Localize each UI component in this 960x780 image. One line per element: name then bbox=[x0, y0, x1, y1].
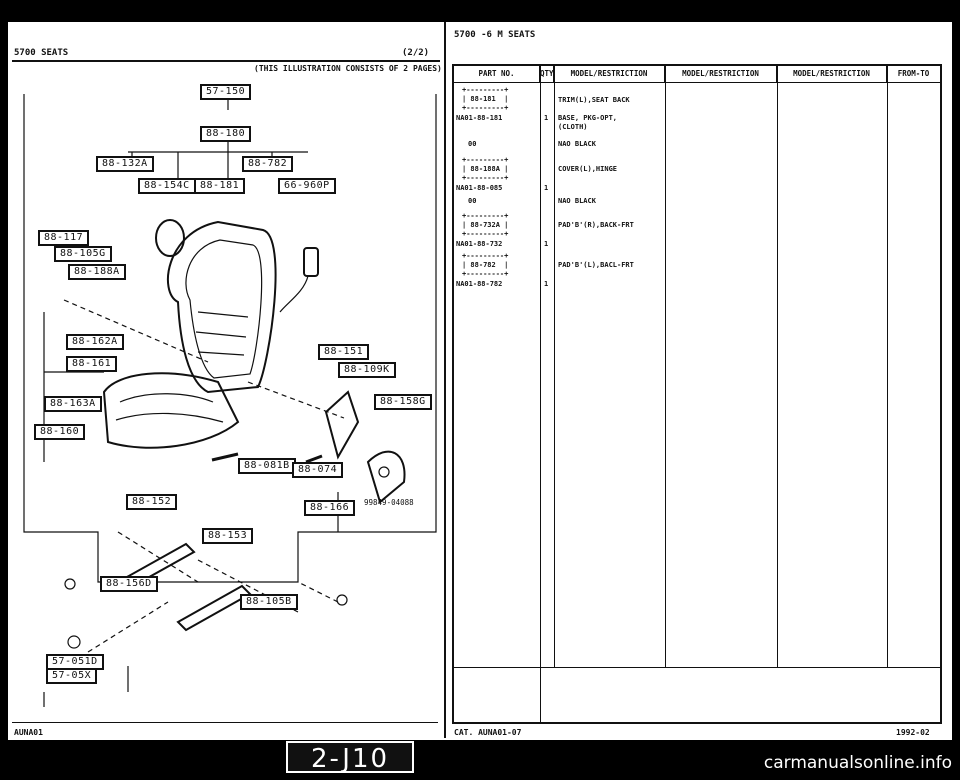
page-of-label: (2/2) bbox=[402, 48, 430, 58]
center-divider bbox=[444, 22, 446, 738]
part-box: +---------+ | 88-188A | +---------+ bbox=[462, 156, 509, 182]
footer-rule-left bbox=[12, 722, 438, 723]
catalog-page: 5700 -6 M SEATS 5700 SEATS (2/2) (THIS I… bbox=[8, 22, 952, 740]
callout-label: 88-162A bbox=[66, 334, 124, 350]
section-title-top: 5700 -6 M SEATS bbox=[454, 30, 536, 40]
figure-code: 99849-04088 bbox=[364, 498, 414, 507]
color-name: NAO BLACK bbox=[558, 140, 596, 148]
part-box: +---------+ | 88-181 | +---------+ bbox=[462, 86, 509, 112]
callout-label: 88-109K bbox=[338, 362, 396, 378]
part-box: +---------+ | 88-782 | +---------+ bbox=[462, 252, 509, 278]
part-box: +---------+ | 88-732A | +---------+ bbox=[462, 212, 509, 238]
part-description: PAD'B'(R),BACK-FRT bbox=[558, 221, 634, 229]
callout-label: 88-160 bbox=[34, 424, 86, 440]
seat-exploded-diagram bbox=[23, 84, 437, 707]
parts-table: PART NO. QTY MODEL/RESTRICTION MODEL/RES… bbox=[452, 64, 942, 724]
callout-label: 88-132A bbox=[96, 156, 154, 172]
callout-label: 88-180 bbox=[200, 126, 252, 142]
callout-label: 88-163A bbox=[44, 396, 102, 412]
col-model-3: MODEL/RESTRICTION bbox=[777, 66, 887, 82]
callout-label: 88-181 bbox=[194, 178, 246, 194]
footer-catalog: CAT. AUNA01-07 bbox=[454, 728, 522, 737]
callout-label: 88-154C bbox=[138, 178, 196, 194]
callout-label: 88-188A bbox=[68, 264, 126, 280]
col-model-2: MODEL/RESTRICTION bbox=[665, 66, 777, 82]
callout-label: 88-151 bbox=[318, 344, 370, 360]
callout-label: 88-161 bbox=[66, 356, 118, 372]
part-number: NA01-88-181 bbox=[456, 114, 503, 122]
footer-date: 1992-02 bbox=[896, 728, 930, 737]
part-qty: 1 bbox=[544, 184, 549, 192]
part-qty: 1 bbox=[544, 280, 549, 288]
callout-label: 88-105B bbox=[240, 594, 298, 610]
part-description-2: BASE, PKG-OPT, (CLOTH) bbox=[558, 114, 618, 131]
color-name: NAO BLACK bbox=[558, 197, 596, 205]
part-description: TRIM(L),SEAT BACK bbox=[558, 96, 630, 104]
part-number: NA01-88-782 bbox=[456, 280, 503, 288]
col-part-no: PART NO. bbox=[454, 66, 540, 82]
callout-label: 57-05X bbox=[46, 668, 98, 684]
col-from-to: FROM-TO bbox=[897, 69, 930, 78]
header-rule-left bbox=[12, 60, 440, 62]
part-qty: 1 bbox=[544, 240, 549, 248]
callout-label: 88-158G bbox=[374, 394, 432, 410]
callout-label: 88-152 bbox=[126, 494, 178, 510]
callout-label: 88-166 bbox=[304, 500, 356, 516]
callout-label: 88-117 bbox=[38, 230, 90, 246]
callout-label: 88-153 bbox=[202, 528, 254, 544]
callout-label: 88-782 bbox=[242, 156, 294, 172]
callout-label: 66-960P bbox=[278, 178, 336, 194]
part-number: NA01-88-732 bbox=[456, 240, 503, 248]
col-qty: QTY bbox=[540, 66, 554, 82]
color-code: 00 bbox=[468, 197, 477, 205]
col-model-1: MODEL/RESTRICTION bbox=[554, 66, 665, 82]
callout-label: 88-074 bbox=[292, 462, 344, 478]
illustration-note: (THIS ILLUSTRATION CONSISTS OF 2 PAGES) bbox=[254, 64, 442, 73]
callout-label: 57-150 bbox=[200, 84, 252, 100]
part-description: COVER(L),HINGE bbox=[558, 165, 618, 173]
footer-catalog-id: AUNA01 bbox=[14, 728, 43, 737]
part-number: NA01-88-085 bbox=[456, 184, 503, 192]
callout-label: 88-105G bbox=[54, 246, 112, 262]
part-description: PAD'B'(L),BACL-FRT bbox=[558, 261, 634, 269]
part-qty: 1 bbox=[544, 114, 549, 122]
watermark: carmanualsonline.info bbox=[763, 753, 952, 773]
color-code: 00 bbox=[468, 140, 477, 148]
section-title-left: 5700 SEATS bbox=[14, 48, 69, 58]
callout-label: 88-156D bbox=[100, 576, 158, 592]
callout-label: 88-081B bbox=[238, 458, 296, 474]
page-tag: 2-J10 bbox=[286, 741, 414, 774]
